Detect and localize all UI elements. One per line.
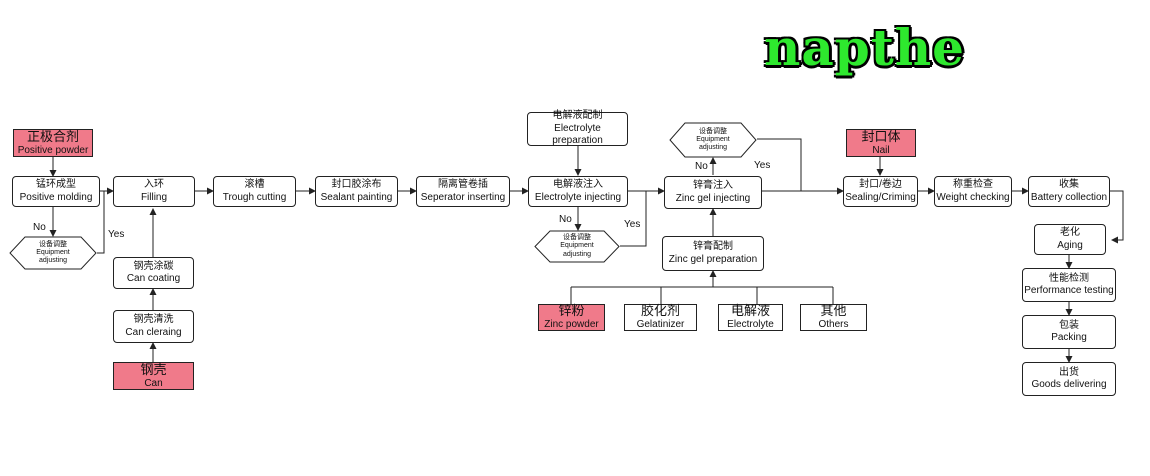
node-en-label: Trough cutting (222, 191, 287, 203)
node-en-label: Sealing/Criming (845, 191, 916, 203)
node-en-label: Goods delivering (1031, 379, 1107, 390)
node-sealant-painting: 封口胶涂布 Sealant painting (315, 176, 398, 207)
node-zinc-gel-preparation: 锌膏配制 Zinc gel preparation (662, 236, 764, 271)
node-cn-label: 封口体 (861, 128, 901, 144)
hexagon-shape (534, 230, 620, 263)
edge-label-yes: Yes (754, 160, 771, 171)
node-en-label: Electrolyte injecting (534, 191, 622, 203)
node-can-coating: 钢壳涂碳 Can coating (113, 257, 194, 289)
node-en-label: Weight checking (936, 191, 1010, 203)
node-en-label: Seperator inserting (420, 191, 506, 203)
node-weight-checking: 称重检查 Weight checking (934, 176, 1012, 207)
hexagon-shape (669, 122, 757, 158)
edge-label-no: No (695, 161, 708, 172)
node-cn-label: 收集 (1059, 179, 1079, 190)
node-cn-label: 钢壳清洗 (133, 314, 174, 325)
node-electrolyte-injecting: 电解液注入 Electrolyte injecting (528, 176, 628, 207)
node-gelatinizer: 胶化剂 Gelatinizer (624, 303, 697, 331)
node-cn-label: 出货 (1059, 366, 1079, 378)
node-cn-label: 胶化剂 (640, 303, 680, 319)
node-en-label: Battery collection (1030, 191, 1108, 203)
logo-watermark: napthe (764, 18, 965, 77)
decision-equipment-adjusting-1: 设备调整 Equipment adjusting (9, 236, 97, 270)
hexagon-shape (9, 236, 97, 270)
node-cn-label: 锌粉 (558, 303, 585, 319)
node-sealing-crimping: 封口/卷边 Sealing/Criming (843, 176, 918, 207)
node-trough-cutting: 滚槽 Trough cutting (213, 176, 296, 207)
node-en-label: Zinc gel injecting (675, 192, 751, 204)
decision-en-label-2: adjusting (562, 250, 592, 258)
node-cn-label: 性能检测 (1049, 272, 1089, 284)
node-cn-label: 封口胶涂布 (331, 179, 382, 190)
node-separator-inserting: 隔离管卷插 Seperator inserting (416, 176, 510, 207)
node-cn-label: 锌膏配制 (693, 241, 733, 252)
node-en-label: Can (144, 377, 163, 389)
decision-en-label-1: Equipment (36, 248, 70, 256)
node-zinc-powder: 锌粉 Zinc powder (538, 303, 605, 331)
node-en-label: Zinc powder (544, 319, 599, 331)
decision-en-label-2: adjusting (38, 257, 68, 265)
edge-label-no: No (33, 222, 46, 233)
node-goods-delivering: 出货 Goods delivering (1022, 362, 1116, 396)
node-en-label: Nail (872, 144, 890, 156)
node-cn-label: 锰环成型 (36, 179, 76, 190)
node-electrolyte: 电解液 Electrolyte (718, 303, 783, 331)
node-en-label: Can cleraing (125, 326, 182, 338)
edge-label-no: No (559, 214, 572, 225)
node-en-label: Electrolyte preparation (552, 122, 603, 147)
node-en-label: Zinc gel preparation (668, 253, 758, 265)
node-cn-label: 电解液配制 (552, 110, 603, 122)
node-cn-label: 其他 (820, 303, 847, 319)
node-can-cleaning: 钢壳清洗 Can cleraing (113, 310, 194, 343)
node-packing: 包装 Packing (1022, 315, 1116, 349)
node-filling: 入环 Filling (113, 176, 195, 207)
node-cn-label: 钢壳 (140, 361, 167, 377)
node-battery-collection: 收集 Battery collection (1028, 176, 1110, 207)
node-en-label: Can coating (126, 273, 181, 284)
node-cn-label: 钢壳涂碳 (133, 260, 174, 272)
node-en-label: Packing (1051, 332, 1087, 343)
decision-cn-label: 设备调整 (39, 240, 67, 248)
node-en-label: Gelatinizer (636, 319, 685, 331)
node-cn-label: 隔离管卷插 (438, 179, 488, 190)
node-electrolyte-preparation: 电解液配制 Electrolyte preparation (527, 110, 628, 147)
edge-label-yes: Yes (624, 219, 641, 230)
node-aging: 老化 Aging (1034, 224, 1106, 255)
node-cn-label: 包装 (1059, 319, 1079, 331)
decision-en-label-1: Equipment (560, 242, 594, 250)
node-cn-label: 正极合剂 (26, 128, 79, 144)
node-en-label: Aging (1057, 239, 1083, 251)
decision-en-label-1: Equipment (696, 135, 730, 143)
node-cn-label: 老化 (1060, 227, 1080, 238)
node-molding: 锰环成型 Positive molding (12, 176, 100, 207)
node-cn-label: 入环 (144, 179, 164, 190)
node-cn-label: 电解液注入 (553, 179, 603, 190)
decision-en-label-2: adjusting (698, 144, 728, 152)
edge-label-yes: Yes (108, 229, 125, 240)
node-en-label: Performance testing (1024, 285, 1114, 296)
node-positive-powder: 正极合剂 Positive powder (13, 129, 93, 157)
node-performance-testing: 性能检测 Performance testing (1022, 268, 1116, 302)
decision-cn-label: 设备调整 (699, 127, 727, 135)
decision-cn-label: 设备调整 (563, 234, 591, 242)
node-en-label: Others (818, 319, 849, 331)
node-cn-label: 电解液 (730, 303, 770, 319)
decision-equipment-adjusting-3: 设备调整 Equipment adjusting (669, 122, 757, 158)
node-en-label: Positive molding (19, 191, 93, 203)
node-cn-label: 锌膏注入 (693, 180, 733, 191)
node-en-label: Positive powder (17, 144, 89, 156)
node-cn-label: 称重检查 (953, 179, 993, 190)
node-nail: 封口体 Nail (846, 129, 916, 157)
node-cn-label: 滚槽 (244, 179, 265, 190)
node-en-label: Sealant painting (320, 191, 393, 203)
node-en-label: Electrolyte (727, 319, 774, 331)
node-others: 其他 Others (800, 303, 867, 331)
decision-equipment-adjusting-2: 设备调整 Equipment adjusting (534, 230, 620, 263)
node-en-label: Filling (140, 191, 168, 203)
node-zinc-gel-injecting: 锌膏注入 Zinc gel injecting (664, 176, 762, 209)
node-can: 钢壳 Can (113, 362, 194, 390)
node-cn-label: 封口/卷边 (859, 179, 902, 190)
